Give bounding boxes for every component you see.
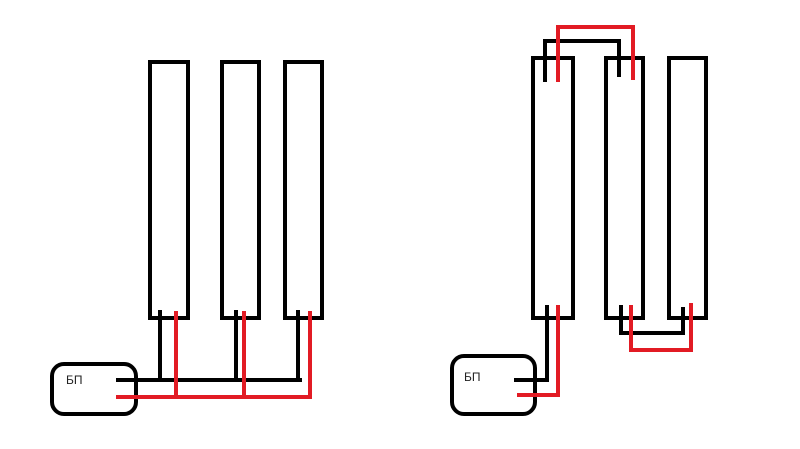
led-strip-2 [604,56,645,320]
led-strip-1 [148,60,190,320]
psu-label-left: БП [66,373,83,387]
power-supply-box [450,354,537,416]
black-wire-bottom [619,305,685,335]
series-diagram [450,25,708,416]
black-wire-top [543,39,621,82]
led-strip-3 [667,56,708,320]
power-supply-box [50,362,138,416]
black-wire [116,310,302,382]
black-wire-psu [514,305,549,382]
red-wire-psu [517,305,560,397]
led-strip-3 [283,60,324,320]
red-wire-top [556,25,635,82]
red-wire-bottom [629,303,693,352]
led-strip-1 [531,56,575,320]
red-wire [116,311,312,399]
led-strip-2 [220,60,261,320]
psu-label-right: БП [464,370,481,384]
parallel-diagram [50,60,324,416]
